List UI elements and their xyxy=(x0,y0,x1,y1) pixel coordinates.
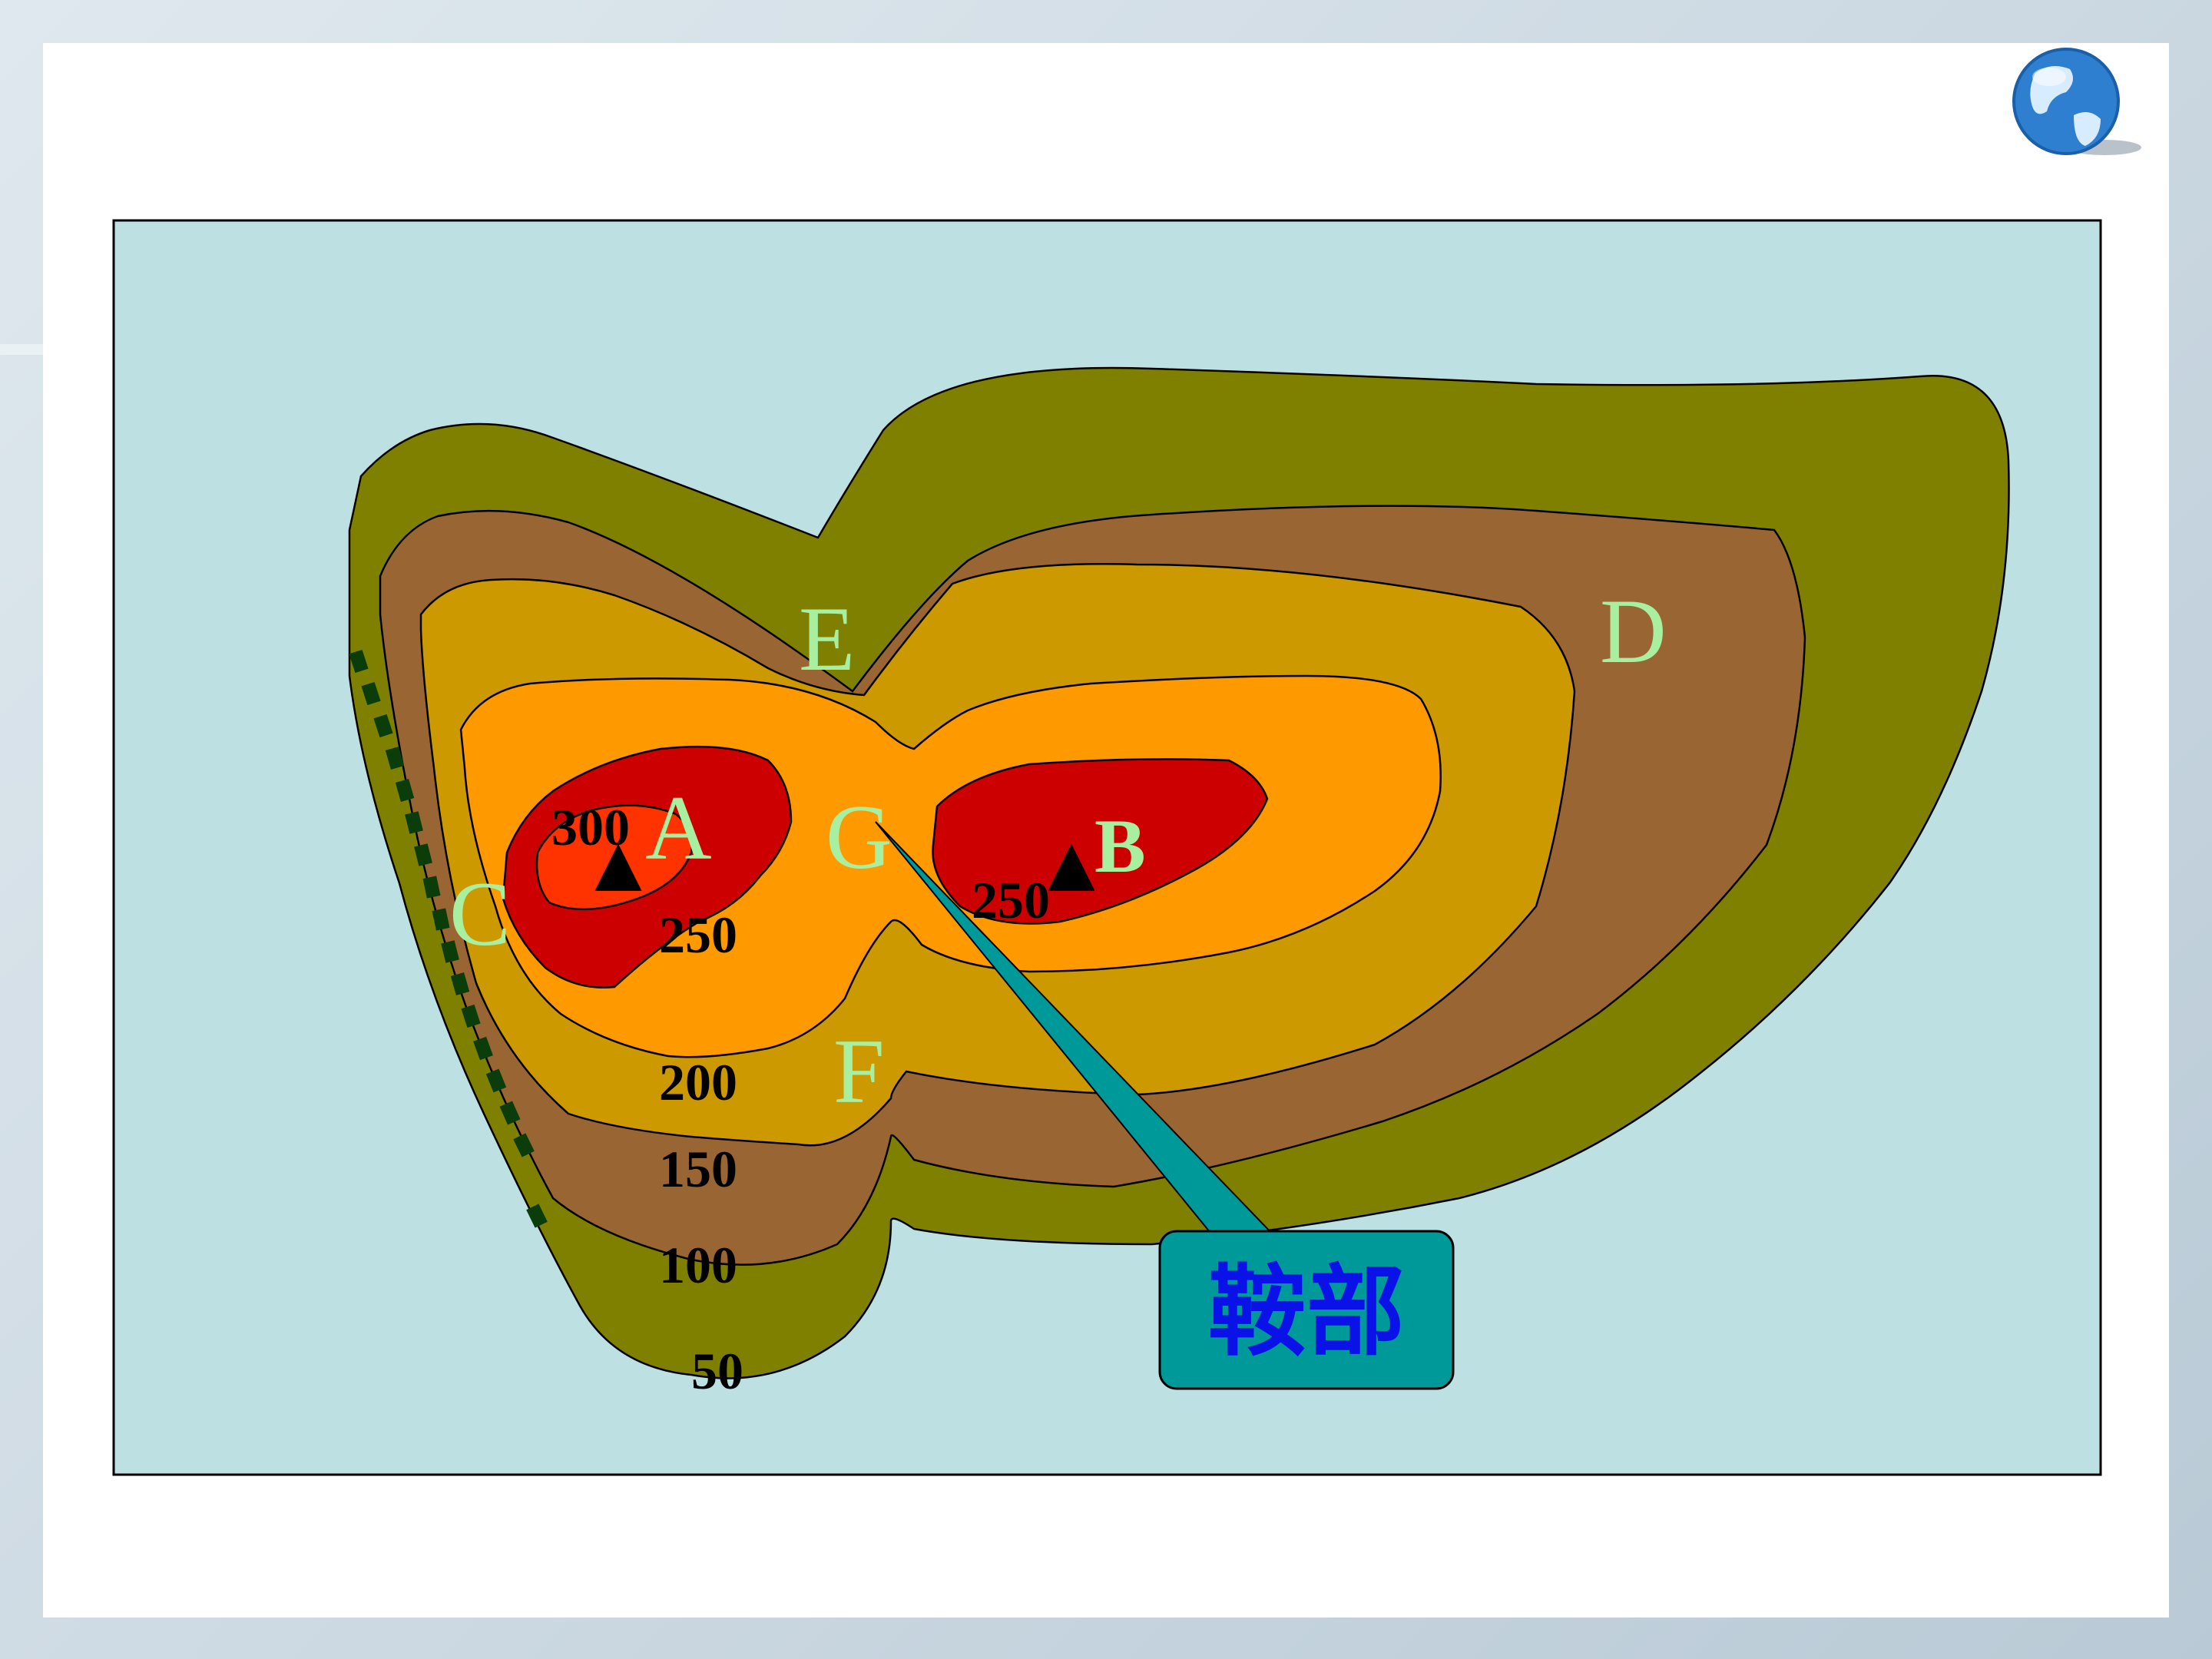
label-c: C xyxy=(449,863,511,965)
saddle-callout-box xyxy=(1158,1230,1455,1390)
globe-icon xyxy=(2012,48,2141,155)
elevation-250-right: 250 xyxy=(972,871,1050,929)
contour-band-250-right xyxy=(932,758,1269,925)
contour-band-300 xyxy=(535,804,694,911)
label-f: F xyxy=(833,1020,885,1122)
label-b: B xyxy=(1094,803,1146,889)
elevation-150: 150 xyxy=(659,1140,737,1198)
label-d: D xyxy=(1600,580,1667,682)
summit-marker-a: ▲ xyxy=(594,826,642,898)
label-g: G xyxy=(826,786,892,888)
cliff-marks xyxy=(349,649,548,1228)
elevation-50: 50 xyxy=(691,1342,743,1400)
summit-marker-b: ▲ xyxy=(1048,826,1095,898)
label-a: A xyxy=(645,777,712,879)
elevation-100: 100 xyxy=(659,1236,737,1294)
elevation-250-left: 250 xyxy=(659,906,737,964)
elevation-200: 200 xyxy=(659,1053,737,1111)
saddle-callout-text: 鞍部 xyxy=(1208,1254,1405,1369)
label-e: E xyxy=(799,588,855,690)
elevation-300: 300 xyxy=(551,798,630,856)
